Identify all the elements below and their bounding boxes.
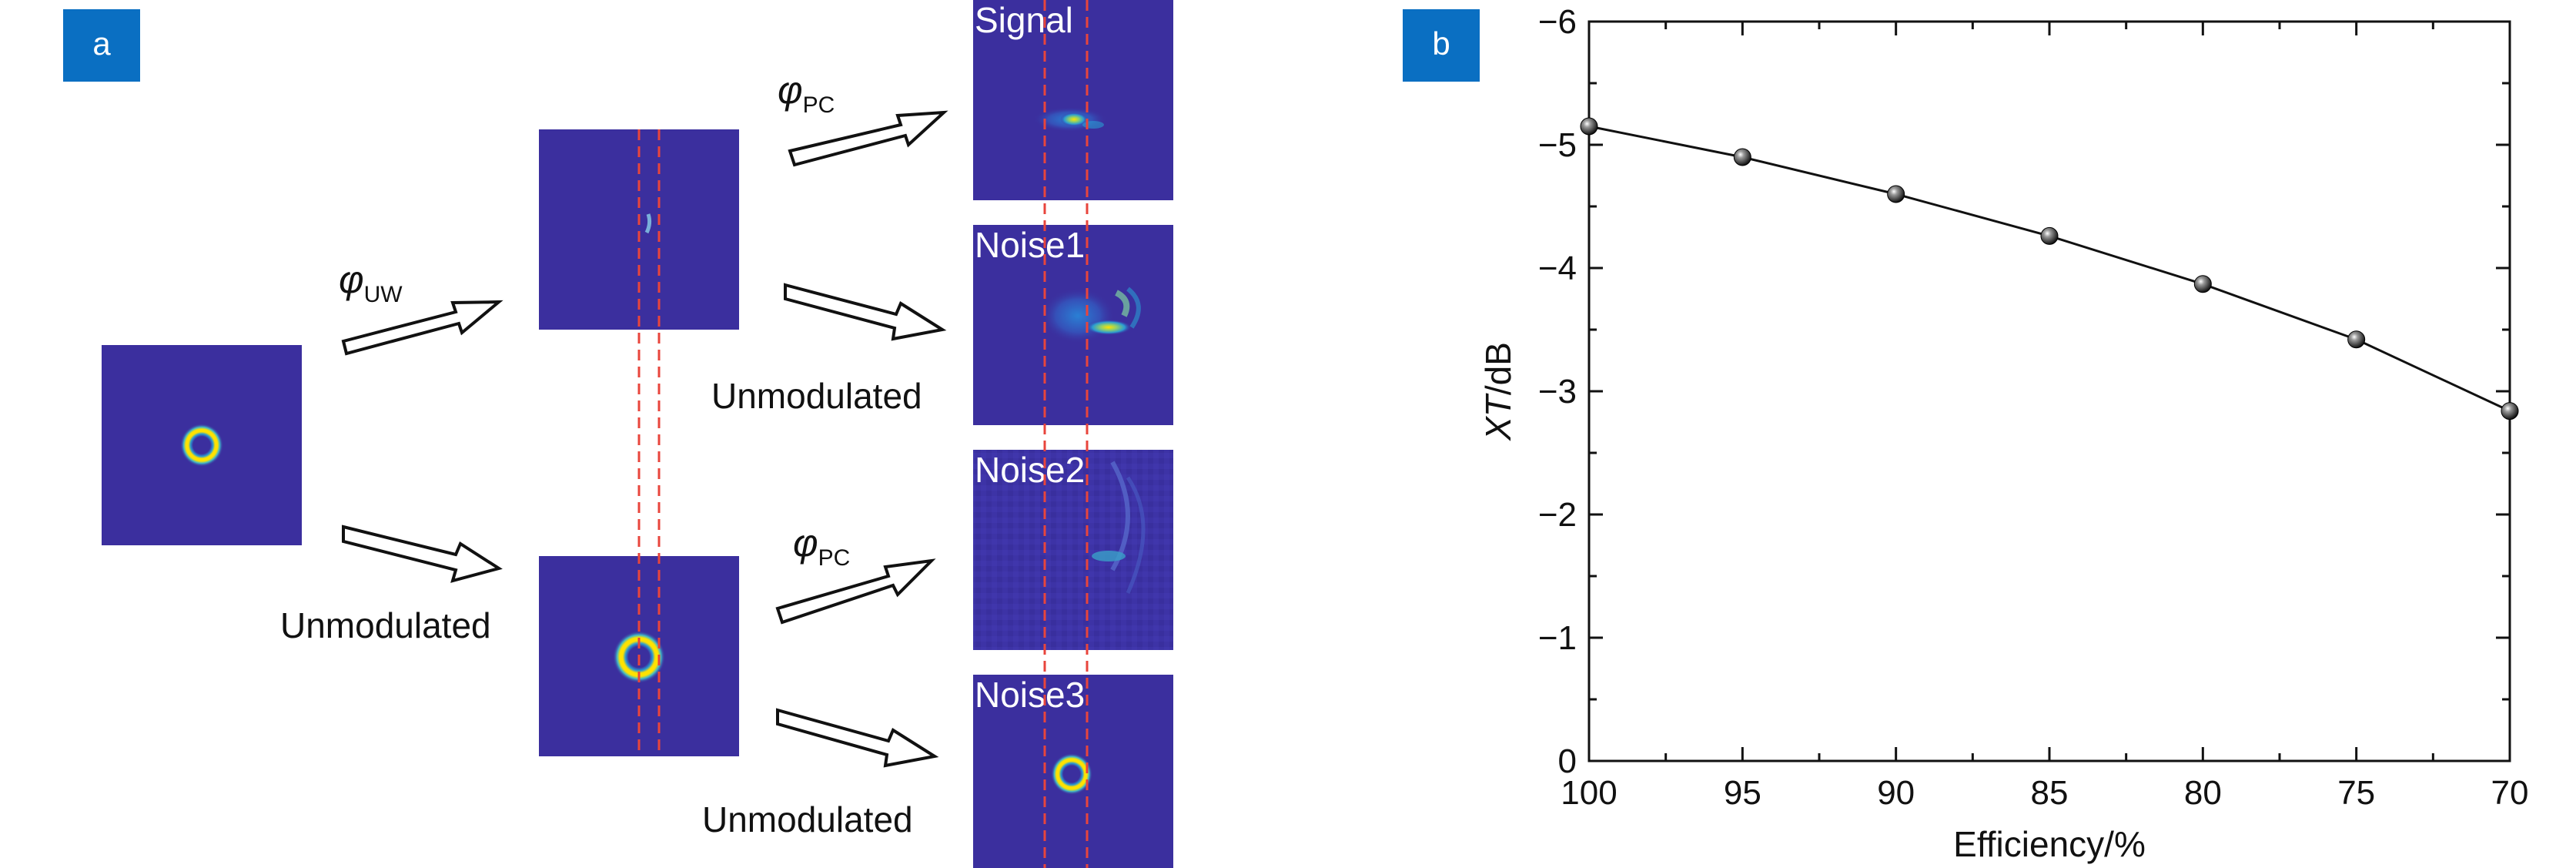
y-tick-label: 0 xyxy=(1558,742,1577,780)
arrows xyxy=(341,110,948,768)
x-tick-label: 85 xyxy=(2031,774,2069,812)
y-tick-label: −6 xyxy=(1538,3,1577,41)
arrow-pc-noise2 xyxy=(775,558,936,625)
unmodulated-label-noise1: Unmodulated xyxy=(711,376,922,416)
input-beam-image xyxy=(102,345,302,545)
y-axis-label: XT/dB xyxy=(1478,342,1518,441)
data-point xyxy=(1733,148,1751,166)
panel-a: a Signal Nois xyxy=(63,0,1173,868)
tile-noise1-label: Noise1 xyxy=(975,225,1085,265)
y-tick-labels: 0 −1 −2 −3 −4 −5 −6 xyxy=(1538,3,1577,780)
tile-noise3-label: Noise3 xyxy=(975,675,1085,715)
uw-modulated-image xyxy=(539,129,739,330)
arrow-uw xyxy=(341,300,503,356)
panel-b-badge-label: b xyxy=(1432,25,1450,62)
xt-chart: 100 95 90 85 80 75 70 0 −1 −2 −3 −4 −5 −6 Efficiency… xyxy=(1478,3,2528,864)
arrow-unmod-noise3 xyxy=(776,708,939,768)
data-point xyxy=(2193,275,2212,293)
arrow-pc-signal xyxy=(788,110,948,167)
tile-signal-label: Signal xyxy=(975,0,1073,40)
alignment-dashes xyxy=(637,0,1089,868)
x-tick-label: 70 xyxy=(2491,774,2529,812)
data-point xyxy=(2040,226,2059,245)
tile-noise2-label: Noise2 xyxy=(975,450,1085,490)
phi-pc-label-noise2: φPC xyxy=(793,521,850,571)
y-tick-label: −1 xyxy=(1538,619,1577,657)
tick-marks xyxy=(1587,20,2511,762)
panel-b: b 100 95 90 85 80 75 70 0 −1 −2 −3 −4 −5 −6 Efficien… xyxy=(1403,3,2528,864)
series-line xyxy=(1588,125,2511,412)
data-point xyxy=(2347,330,2366,349)
y-tick-label: −3 xyxy=(1538,373,1577,411)
data-point xyxy=(1580,117,1598,136)
data-point xyxy=(1887,185,1905,203)
y-tick-label: −4 xyxy=(1538,250,1577,287)
x-tick-label: 95 xyxy=(1724,774,1761,812)
x-tick-label: 80 xyxy=(2184,774,2222,812)
panel-a-badge-label: a xyxy=(92,25,111,62)
x-tick-label: 90 xyxy=(1877,774,1915,812)
panel-a-badge xyxy=(63,9,140,82)
phi-uw-label: φUW xyxy=(339,258,403,307)
x-axis-label: Efficiency/% xyxy=(1953,824,2146,864)
panel-b-badge xyxy=(1403,9,1480,82)
arrow-unmod-lower xyxy=(342,524,503,583)
phi-pc-label-signal: φPC xyxy=(778,69,835,118)
arrow-unmod-noise1 xyxy=(784,283,947,341)
y-tick-label: −2 xyxy=(1538,496,1577,534)
unmodulated-label-middle: Unmodulated xyxy=(280,605,491,645)
x-tick-label: 100 xyxy=(1561,774,1617,812)
data-points xyxy=(1580,117,2519,421)
unmodulated-label-noise3: Unmodulated xyxy=(702,799,913,840)
x-tick-labels: 100 95 90 85 80 75 70 xyxy=(1561,774,2528,812)
plot-frame xyxy=(1587,20,2511,762)
tile-noise2: Noise2 xyxy=(973,450,1173,650)
data-point xyxy=(2501,402,2519,421)
y-tick-label: −5 xyxy=(1538,126,1577,164)
tile-noise1: Noise1 xyxy=(973,225,1173,425)
tile-noise3: Noise3 xyxy=(973,675,1173,868)
x-tick-label: 75 xyxy=(2337,774,2375,812)
tile-signal: Signal xyxy=(973,0,1173,200)
